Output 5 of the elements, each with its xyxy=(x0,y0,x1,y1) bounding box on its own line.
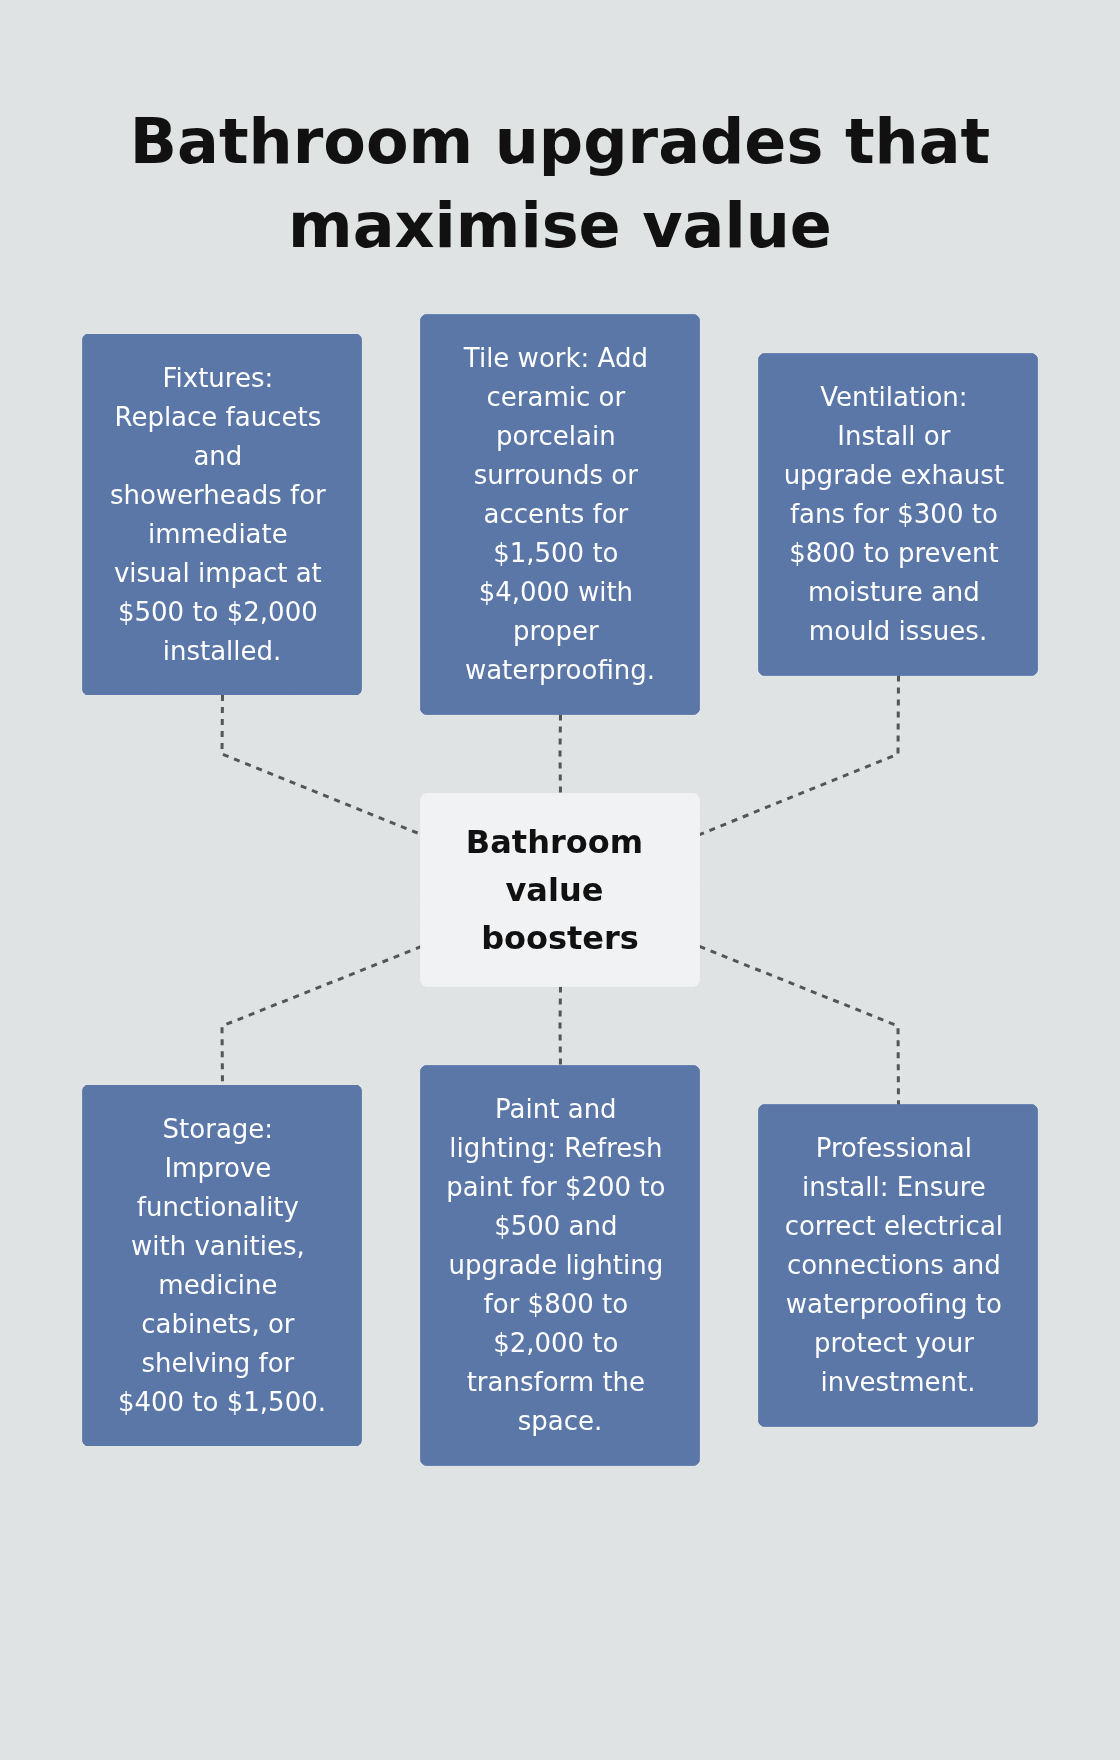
connector xyxy=(698,675,900,837)
title: Bathroom upgrades that maximise value xyxy=(128,104,992,264)
connector xyxy=(558,986,562,1067)
connector xyxy=(558,714,562,795)
connector xyxy=(698,945,900,1106)
